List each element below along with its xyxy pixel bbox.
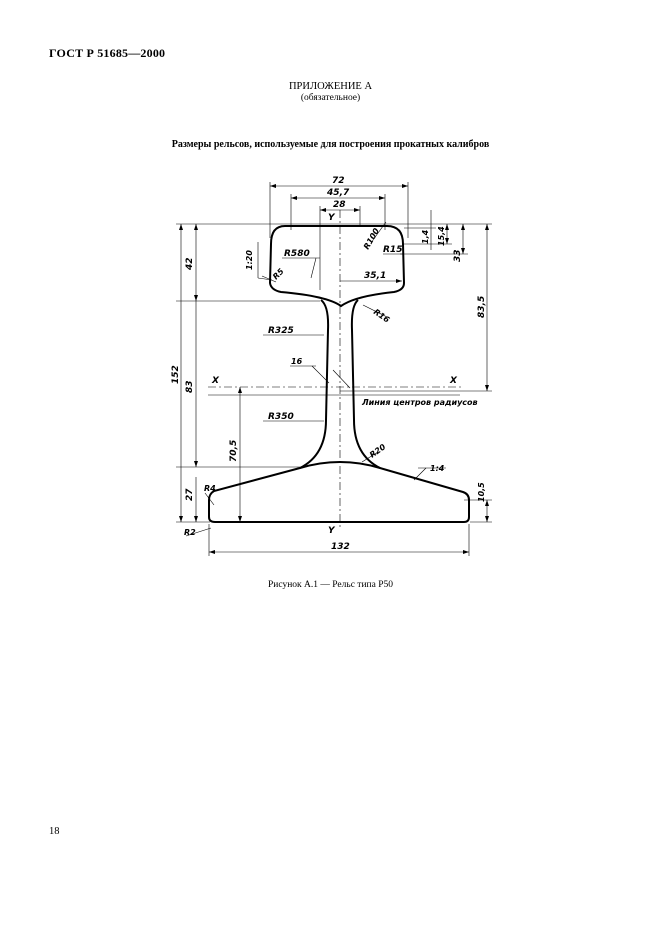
- dim-r16: R16: [372, 307, 392, 325]
- dim-83: 83: [185, 380, 195, 393]
- dim-72: 72: [332, 176, 345, 186]
- dim-15-4: 15,4: [437, 226, 446, 246]
- appendix-note: (обязательное): [300, 93, 361, 103]
- dim-35-1: 35,1: [364, 271, 386, 281]
- dim-r100: R100: [362, 226, 381, 251]
- rail-web-right: [350, 299, 381, 469]
- dim-27: 27: [185, 488, 195, 501]
- document-code: ГОСТ Р 51685—2000: [49, 46, 166, 60]
- dim-r15: R15: [383, 245, 402, 255]
- dim-132: 132: [331, 542, 350, 552]
- dim-1-4-head: 1,4: [421, 229, 430, 244]
- section-heading: Размеры рельсов, используемые для постро…: [171, 139, 490, 150]
- dim-45-7: 45,7: [326, 188, 350, 198]
- rail-base: [208, 461, 470, 523]
- dim-1-20: 1:20: [245, 250, 254, 270]
- rail-outline: [268, 225, 406, 308]
- axis-x-left-label: X: [211, 376, 220, 386]
- dim-10-5: 10,5: [477, 482, 486, 502]
- dim-1-4: 1:4: [430, 464, 445, 473]
- rail-web-left: [299, 299, 330, 469]
- axis-x-right-label: X: [449, 376, 458, 386]
- axis-y-bottom-label: Y: [328, 526, 336, 536]
- figure-caption: Рисунок А.1 — Рельс типа Р50: [267, 580, 393, 590]
- dim-42: 42: [185, 257, 195, 271]
- dim-r4: R4: [204, 484, 216, 493]
- dim-r325: R325: [268, 326, 294, 336]
- dim-r20: R20: [368, 442, 388, 460]
- dim-152: 152: [171, 365, 181, 384]
- dim-r580: R580: [284, 249, 310, 259]
- dim-r2: R2: [184, 528, 196, 537]
- dim-r350: R350: [268, 412, 294, 422]
- appendix-title: ПРИЛОЖЕНИЕ А: [288, 81, 373, 92]
- dim-83-5: 83,5: [477, 296, 487, 318]
- dim-28: 28: [333, 200, 346, 210]
- dim-70-5: 70,5: [229, 440, 239, 462]
- centers-line-label: Линия центров радиусов: [361, 398, 478, 407]
- dim-16: 16: [291, 357, 303, 366]
- dim-r5: R5: [271, 266, 286, 281]
- axis-y-top-label: Y: [328, 213, 336, 223]
- page-number: 18: [49, 826, 60, 837]
- dim-33: 33: [453, 249, 463, 262]
